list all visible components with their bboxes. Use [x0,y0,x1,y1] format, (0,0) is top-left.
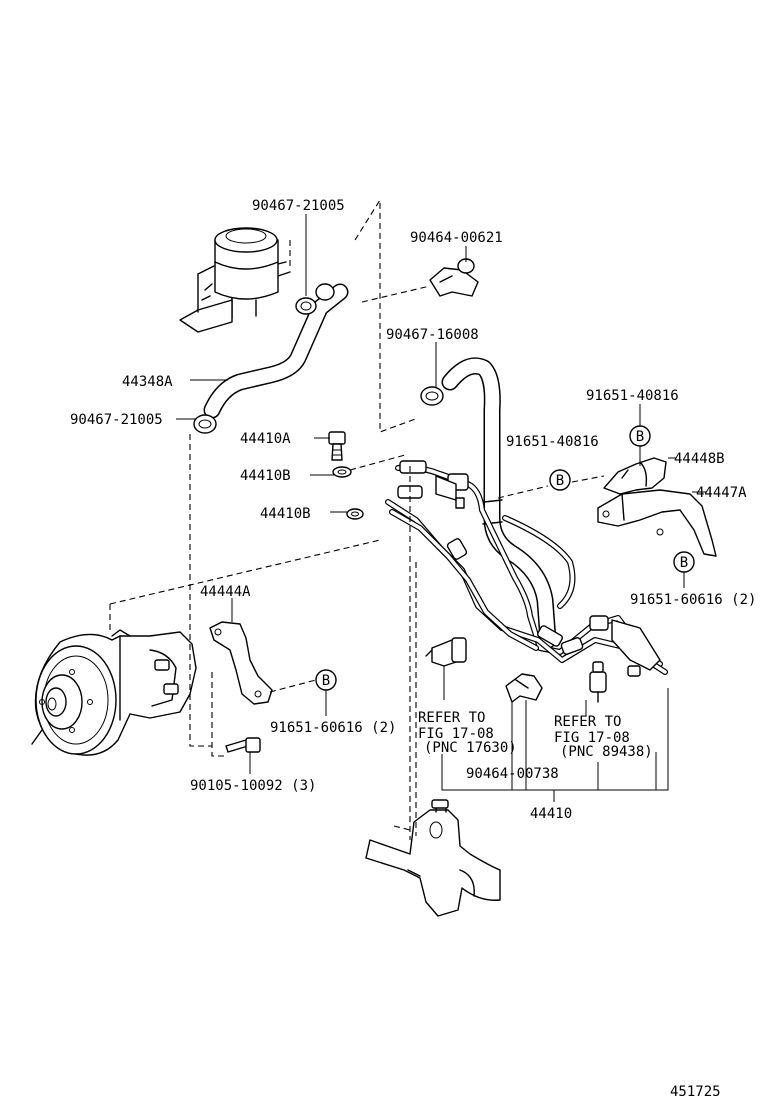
svg-text:B: B [556,473,564,489]
hose-clamp-middle [420,386,444,406]
label-bolt-pump: 90105-10092 (3) [190,778,316,794]
label-bracket-44444a: 44444A [200,584,251,600]
label-clamp-top-right: 90464-00621 [410,230,503,246]
marker-b-mid: B [549,469,571,491]
label-bracket-44447a: 44447A [696,485,747,501]
hose-clamp-upper [295,283,335,315]
svg-text:B: B [322,673,330,689]
return-hose-44348a [203,283,349,419]
union-bolt-44410a [328,431,346,461]
pressure-switch-17630 [425,637,467,667]
label-union-bolt: 44410A [240,431,291,447]
label-clamp-bottom-left: 90467-21005 [70,412,163,428]
svg-text:(PNC 17630): (PNC 17630) [424,740,517,756]
label-clamp-reservoir: 90467-21005 [252,198,345,214]
power-steering-pump [31,629,197,756]
gasket-44410b-2 [346,508,364,520]
pressure-hose [441,357,557,649]
marker-b-top: B [629,425,651,447]
svg-text:B: B [636,429,644,445]
label-gasket-2: 44410B [260,506,311,522]
label-return-hose: 44348A [122,374,173,390]
label-assembly: 44410 [530,806,572,822]
svg-text:FIG 17-08: FIG 17-08 [554,730,630,746]
label-bolt-b-right: 91651-60616 (2) [630,592,756,608]
clamp-90464-00621 [429,258,479,297]
pipe-fittings [397,460,661,677]
label-bolt-b-left: 91651-60616 (2) [270,720,396,736]
refer-note-left: REFER TO FIG 17-08 (PNC 17630) [418,710,517,756]
label-bolt-b-top: 91651-40816 [586,388,679,404]
figure-number: 451725 [670,1084,721,1100]
label-clamp-middle: 90467-16008 [386,327,479,343]
svg-text:FIG 17-08: FIG 17-08 [418,726,494,742]
svg-text:REFER TO: REFER TO [418,710,485,726]
leader-solid-lines [176,214,706,802]
label-bolt-b-mid: 91651-40816 [506,434,599,450]
bolt-90105-10092 [225,737,261,753]
leader-dashed-top [289,198,431,433]
label-gasket-1: 44410B [240,468,291,484]
gasket-44410b-1 [332,466,352,478]
reservoir-tank [179,227,291,333]
bracket-44444a [209,621,273,705]
refer-note-right: REFER TO FIG 17-08 (PNC 89438) [554,714,653,760]
hose-clamp-lower [193,414,217,434]
label-clamp-44448b: 44448B [674,451,725,467]
clamp-90464-00738 [505,673,543,703]
label-clamp-bottom: 90464-00738 [466,766,559,782]
sensor-89438 [589,661,607,703]
steering-gear-housing [365,799,501,917]
marker-b-right: B [673,551,695,573]
svg-text:(PNC 89438): (PNC 89438) [560,744,653,760]
clamp-44448b [603,457,667,495]
leader-dashed-lines [109,434,605,840]
svg-text:B: B [680,555,688,571]
bracket-44447a [597,489,717,557]
marker-b-left: B [315,669,337,691]
svg-text:REFER TO: REFER TO [554,714,621,730]
